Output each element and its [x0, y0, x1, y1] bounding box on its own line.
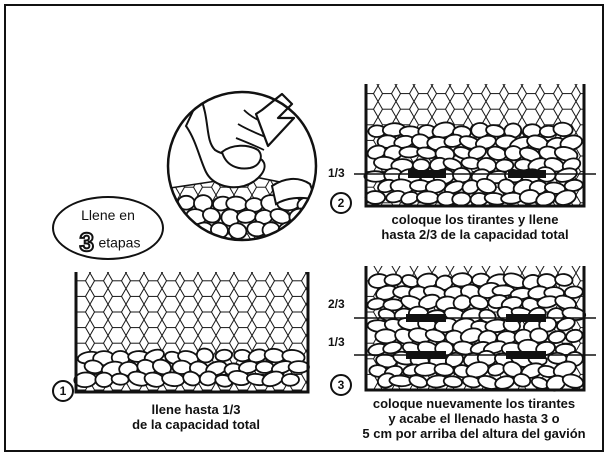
- stone: [556, 317, 576, 332]
- gabion-step-3: [354, 266, 596, 392]
- caption-line: 5 cm por arriba del altura del gavión: [362, 426, 586, 441]
- fraction-label: 1/3: [328, 335, 345, 349]
- stone: [416, 190, 440, 205]
- stages-badge: Llene en 3 etapas: [52, 196, 164, 260]
- stone: [554, 273, 574, 287]
- stone: [364, 190, 387, 205]
- hands-placing-stones-icon: [166, 90, 318, 242]
- stone: [554, 189, 577, 206]
- badge-number: 3: [78, 226, 95, 258]
- tie-bar-icon: [406, 314, 446, 322]
- stone: [442, 375, 463, 389]
- step1-caption: llene hasta 1/3 de la capacidad total: [96, 402, 296, 432]
- stone: [553, 146, 579, 162]
- tie-bar-icon: [506, 351, 546, 359]
- step-number-2: 2: [330, 192, 352, 214]
- step3-caption: coloque nuevamente los tirantes y acabe …: [336, 396, 612, 441]
- stone: [177, 221, 197, 238]
- badge-line1: Llene en: [81, 207, 135, 223]
- caption-line: coloque los tirantes y llene: [391, 212, 559, 227]
- stone: [512, 373, 532, 388]
- gabion-step-1: [73, 272, 310, 394]
- stone: [467, 145, 487, 160]
- stone: [424, 178, 447, 194]
- stone: [431, 121, 456, 139]
- stone: [280, 373, 300, 387]
- stone: [565, 328, 584, 344]
- stone: [110, 372, 130, 386]
- step2-caption: coloque los tirantes y llene hasta 2/3 d…: [340, 212, 610, 242]
- stone: [552, 121, 574, 138]
- stones-icon: [73, 347, 310, 389]
- stone: [296, 220, 316, 239]
- stones-icon: [363, 121, 584, 207]
- badge-line2: etapas: [98, 234, 141, 251]
- fraction-label: 1/3: [328, 166, 345, 180]
- caption-line: coloque nuevamente los tirantes: [372, 396, 576, 411]
- stone: [255, 360, 275, 374]
- stone: [554, 294, 577, 311]
- stone: [382, 341, 403, 355]
- stone: [451, 191, 472, 207]
- stone: [214, 348, 233, 362]
- stone: [202, 207, 221, 224]
- step-number-1: 1: [52, 380, 74, 402]
- caption-line: y acabe el llenado hasta 3 o: [388, 411, 560, 426]
- stone: [287, 360, 310, 374]
- stone: [261, 370, 285, 388]
- step-number-3: 3: [330, 374, 352, 396]
- stone: [529, 327, 549, 344]
- tie-bar-icon: [408, 170, 446, 178]
- gabion-step-2: [354, 84, 596, 208]
- stones-icon: [366, 272, 587, 392]
- tie-bar-icon: [508, 170, 546, 178]
- down-arrow-icon: [254, 92, 296, 148]
- stone: [383, 273, 403, 287]
- stone: [94, 371, 114, 388]
- caption-line: hasta 2/3 de la capacidad total: [381, 227, 569, 242]
- tie-bar-icon: [506, 314, 546, 322]
- fraction-label: 2/3: [328, 297, 345, 311]
- caption-line: llene hasta 1/3: [151, 402, 241, 417]
- tie-bar-icon: [406, 351, 446, 359]
- caption-line: de la capacidad total: [132, 417, 260, 432]
- stone: [547, 330, 567, 344]
- stone: [476, 177, 497, 194]
